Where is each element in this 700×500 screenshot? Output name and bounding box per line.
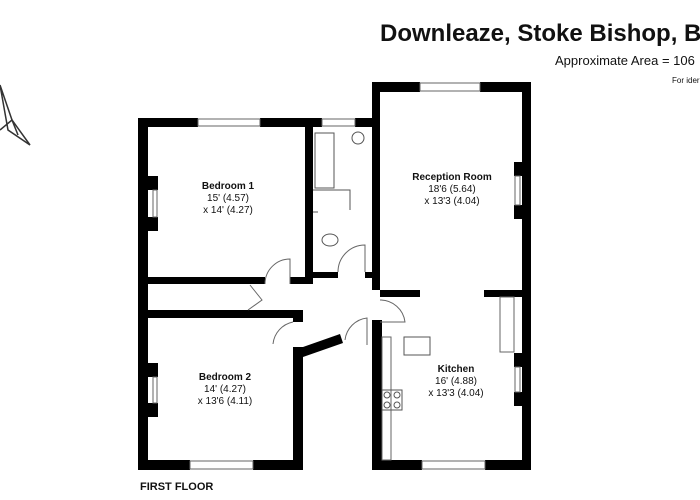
room-name: Bedroom 2 — [198, 372, 252, 383]
basin-icon — [351, 131, 365, 145]
room-dim: x 13'3 (4.04) — [424, 196, 480, 207]
room-dim: x 13'6 (4.11) — [197, 396, 253, 407]
room-bedroom-1: Bedroom 1 15' (4.57) x 14' (4.27) — [202, 181, 254, 217]
room-bedroom-2: Bedroom 2 14' (4.27) x 13'6 (4.11) — [198, 372, 253, 408]
bath-icon — [314, 132, 335, 189]
disclaimer-note: For ider — [672, 76, 700, 85]
room-dim: 18'6 (5.64) — [428, 184, 476, 195]
hob-icon — [381, 389, 403, 411]
room-reception: Reception Room 18'6 (5.64) x 13'3 (4.04) — [412, 172, 491, 208]
room-dim: x 13'3 (4.04) — [428, 388, 484, 399]
toilet-icon — [321, 233, 339, 247]
walls — [138, 82, 531, 470]
room-name: Bedroom 1 — [201, 181, 255, 192]
room-kitchen: Kitchen 16' (4.88) x 13'3 (4.04) — [428, 364, 483, 400]
room-dim: x 14' (4.27) — [203, 205, 253, 216]
room-dim: 15' (4.57) — [207, 193, 249, 204]
approximate-area: Approximate Area = 106 — [555, 53, 695, 68]
property-title: Downleaze, Stoke Bishop, Br — [380, 20, 700, 47]
room-dim: 16' (4.88) — [435, 376, 477, 387]
compass-icon — [0, 84, 31, 146]
sink-icon — [403, 336, 431, 356]
windows-and-fixtures — [152, 82, 521, 470]
room-name: Kitchen — [437, 364, 475, 375]
floor-label: FIRST FLOOR — [140, 481, 214, 493]
room-name: Reception Room — [412, 172, 492, 183]
room-dim: 14' (4.27) — [204, 384, 246, 395]
